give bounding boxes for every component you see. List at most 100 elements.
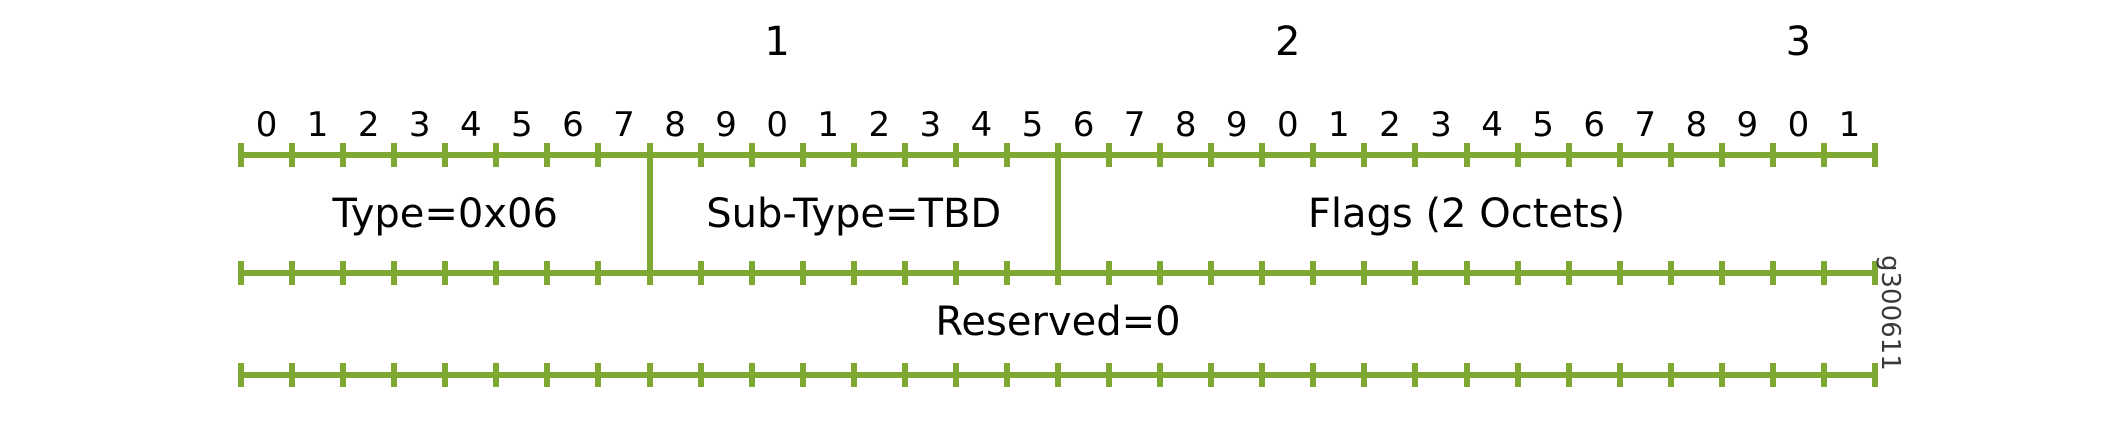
bit-label-6: 6 [562, 105, 584, 145]
bit-label-7: 7 [613, 105, 635, 145]
bit-label-4: 4 [459, 105, 482, 145]
ruler-tick [493, 363, 500, 387]
ruler-tick [1055, 363, 1061, 387]
ruler-tick [646, 363, 653, 387]
decade-marker-3: 3 [1785, 19, 1812, 65]
ruler-tick [1463, 261, 1470, 285]
bit-label-19: 9 [1225, 105, 1248, 145]
ruler-tick [799, 143, 806, 167]
ruler-tick [238, 261, 244, 285]
ruler-tick [1003, 363, 1010, 387]
bit-label-10: 0 [766, 105, 788, 145]
ruler-tick [850, 143, 857, 167]
ruler-tick [289, 261, 296, 285]
ruler-tick [289, 363, 296, 387]
watermark-label: g300611 [1875, 255, 1905, 371]
ruler-tick [1667, 261, 1674, 285]
ruler-tick [1412, 143, 1419, 167]
ruler-tick [1463, 363, 1470, 387]
ruler-tick [952, 143, 959, 167]
ruler-tick [748, 143, 755, 167]
decade-marker-2: 2 [1275, 19, 1301, 65]
ruler-tick [1412, 261, 1419, 285]
ruler-tick [1208, 143, 1215, 167]
ruler-tick [1769, 143, 1776, 167]
ruler-tick [1361, 363, 1368, 387]
bit-label-5: 5 [511, 105, 533, 145]
ruler-tick [850, 261, 857, 285]
ruler-tick [1820, 363, 1827, 387]
bit-label-12: 2 [868, 105, 891, 145]
bit-label-14: 4 [970, 105, 993, 145]
ruler-tick [952, 261, 959, 285]
ruler-tick [901, 363, 908, 387]
ruler-tick [1820, 261, 1827, 285]
ruler-tick [952, 363, 959, 387]
ruler-tick [1003, 261, 1010, 285]
ruler-tick [697, 261, 704, 285]
ruler-tick [1157, 363, 1164, 387]
bit-label-1: 1 [306, 105, 329, 145]
ruler-tick [1310, 143, 1317, 167]
ruler-tick [1208, 363, 1215, 387]
field-divider [646, 152, 653, 276]
ruler-tick [1616, 143, 1623, 167]
ruler-tick [1361, 261, 1368, 285]
ruler-tick [442, 261, 449, 285]
ruler-tick [1157, 261, 1164, 285]
bit-label-18: 8 [1174, 105, 1197, 145]
ruler-tick [1872, 363, 1878, 387]
bit-label-29: 9 [1736, 105, 1759, 145]
ruler-tick [595, 143, 602, 167]
ruler-tick [595, 363, 602, 387]
ruler-tick [289, 143, 296, 167]
bit-label-21: 1 [1328, 105, 1350, 145]
ruler-tick [1616, 363, 1623, 387]
ruler-tick [544, 363, 551, 387]
ruler-tick [1259, 261, 1266, 285]
bit-label-16: 6 [1072, 105, 1095, 145]
ruler-tick [391, 363, 398, 387]
ruler-tick [1514, 261, 1521, 285]
ruler-tick [1463, 143, 1470, 167]
ruler-tick [340, 261, 347, 285]
ruler-tick [1565, 261, 1572, 285]
bit-label-24: 4 [1481, 105, 1503, 145]
ruler-tick [391, 261, 398, 285]
bit-label-3: 3 [408, 105, 431, 145]
bit-label-15: 5 [1021, 105, 1044, 145]
ruler-tick [1310, 363, 1317, 387]
bit-label-30: 0 [1787, 105, 1810, 145]
ruler-tick [748, 261, 755, 285]
ruler-tick [595, 261, 602, 285]
ruler-tick [1769, 261, 1776, 285]
ruler-tick [1667, 363, 1674, 387]
ruler-tick [1106, 261, 1113, 285]
ruler-tick [238, 363, 244, 387]
ruler-tick [1820, 143, 1827, 167]
ruler-tick [1514, 143, 1521, 167]
ruler-tick [1208, 261, 1215, 285]
ruler-tick [697, 143, 704, 167]
ruler-tick [1718, 143, 1725, 167]
bit-label-9: 9 [715, 105, 737, 145]
ruler-tick [850, 363, 857, 387]
ruler-tick [1718, 363, 1725, 387]
field-label: Type=0x06 [332, 191, 558, 237]
ruler-bottom [238, 363, 1878, 387]
bit-label-11: 1 [817, 105, 840, 145]
ruler-tick [1157, 143, 1164, 167]
ruler-tick [799, 261, 806, 285]
ruler-tick [1667, 143, 1674, 167]
bit-label-17: 7 [1123, 105, 1146, 145]
ruler-tick [544, 143, 551, 167]
ruler-tick [1872, 261, 1878, 285]
ruler-tick [1872, 143, 1878, 167]
bit-label-0: 0 [255, 105, 278, 145]
ruler-tick [697, 363, 704, 387]
bit-label-22: 2 [1379, 105, 1401, 145]
field-divider [1055, 152, 1061, 276]
ruler-tick [1259, 363, 1266, 387]
ruler-tick [493, 261, 500, 285]
bit-label-31: 1 [1838, 105, 1861, 145]
